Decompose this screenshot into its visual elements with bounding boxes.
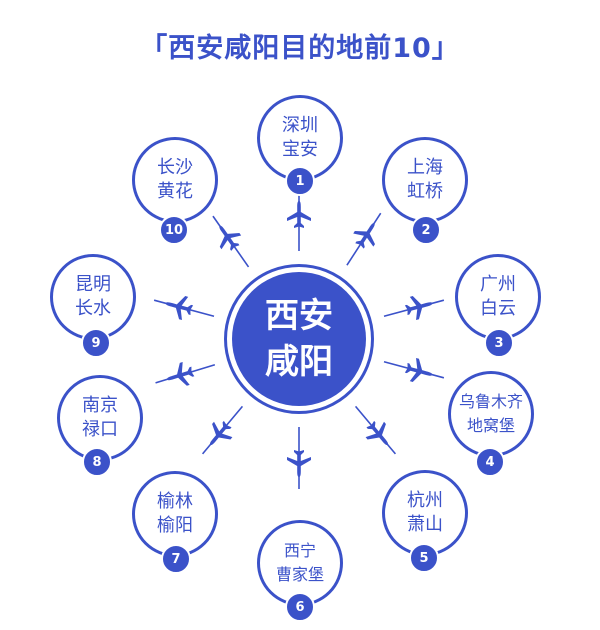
airplane-icon [209, 420, 233, 446]
destination-airport: 榆阳 [157, 515, 193, 536]
rank-badge-9: 9 [81, 328, 111, 358]
rank-badge-2: 2 [411, 215, 441, 245]
destination-city: 榆林 [157, 491, 193, 512]
destination-airport: 地窝堡 [466, 416, 515, 435]
airplane-icon [404, 296, 433, 321]
destination-3: 广州 白云 [455, 254, 541, 340]
airplane-icon [165, 296, 194, 321]
destination-10: 长沙 黄花 [132, 137, 218, 223]
rank-badge-1: 1 [285, 166, 315, 196]
airplane-icon [287, 201, 311, 228]
airplane-icon [365, 420, 389, 446]
destination-6: 西宁 曹家堡 [257, 520, 343, 606]
rank-badge-6: 6 [285, 592, 315, 622]
destination-airport: 禄口 [82, 419, 118, 440]
airplane-icon [404, 357, 433, 382]
destination-city: 深圳 [282, 115, 318, 136]
airplane-icon [353, 223, 375, 249]
destination-2: 上海 虹桥 [382, 137, 468, 223]
destination-airport: 黄花 [157, 181, 193, 202]
airplane-icon [219, 225, 242, 251]
rank-badge-5: 5 [409, 543, 439, 573]
destination-city: 乌鲁木齐 [458, 392, 523, 411]
rank-badge-3: 3 [484, 328, 514, 358]
destination-1: 深圳 宝安 [257, 95, 343, 181]
destination-airport: 白云 [480, 298, 516, 319]
destination-airport: 曹家堡 [275, 565, 324, 584]
destination-airport: 萧山 [407, 514, 443, 535]
diagram-title: 「西安咸阳目的地前10」 [140, 33, 460, 64]
hub-node: 西安 咸阳 [232, 272, 366, 406]
destination-city: 上海 [407, 157, 443, 178]
destination-5: 杭州 萧山 [382, 470, 468, 556]
airplane-icon [167, 361, 195, 386]
destination-city: 昆明 [75, 274, 111, 295]
rank-badge-8: 8 [82, 447, 112, 477]
destination-airport: 长水 [75, 298, 111, 319]
destination-8: 南京 禄口 [57, 375, 143, 461]
rank-badge-7: 7 [161, 544, 191, 574]
destination-city: 广州 [480, 274, 516, 295]
destination-city: 长沙 [157, 157, 193, 178]
destination-city: 杭州 [407, 490, 443, 511]
destination-city: 南京 [82, 395, 118, 416]
airplane-group [153, 189, 445, 489]
rank-badge-4: 4 [475, 447, 505, 477]
destination-airport: 虹桥 [407, 181, 443, 202]
airplane-icon [287, 450, 311, 477]
destination-city: 西宁 [283, 541, 316, 560]
hub-line-1: 西安 [265, 296, 333, 336]
rank-badge-10: 10 [159, 215, 189, 245]
destination-airport: 宝安 [282, 139, 318, 160]
destination-7: 榆林 榆阳 [132, 471, 218, 557]
destination-4: 乌鲁木齐 地窝堡 [448, 371, 534, 457]
hub-line-2: 咸阳 [265, 342, 333, 382]
destination-9: 昆明 长水 [50, 254, 136, 340]
